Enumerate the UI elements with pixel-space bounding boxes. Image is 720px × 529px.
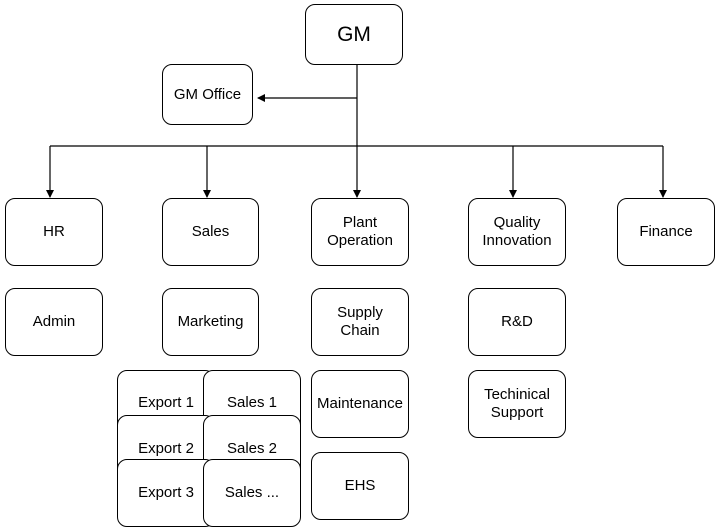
technical-support-node[interactable]: Techinical Support: [468, 370, 566, 438]
quality-innovation-node[interactable]: Quality Innovation: [468, 198, 566, 266]
r-and-d-node[interactable]: R&D: [468, 288, 566, 356]
marketing-node[interactable]: Marketing: [162, 288, 259, 356]
admin-node[interactable]: Admin: [5, 288, 103, 356]
ehs-node[interactable]: EHS: [311, 452, 409, 520]
gm-node[interactable]: GM: [305, 4, 403, 65]
export-3-node[interactable]: Export 3: [117, 459, 215, 527]
sales-node[interactable]: Sales: [162, 198, 259, 266]
sales-3-node[interactable]: Sales ...: [203, 459, 301, 527]
maintenance-node[interactable]: Maintenance: [311, 370, 409, 438]
plant-operation-node[interactable]: Plant Operation: [311, 198, 409, 266]
finance-node[interactable]: Finance: [617, 198, 715, 266]
gm-office-node[interactable]: GM Office: [162, 64, 253, 125]
supply-chain-node[interactable]: Supply Chain: [311, 288, 409, 356]
hr-node[interactable]: HR: [5, 198, 103, 266]
